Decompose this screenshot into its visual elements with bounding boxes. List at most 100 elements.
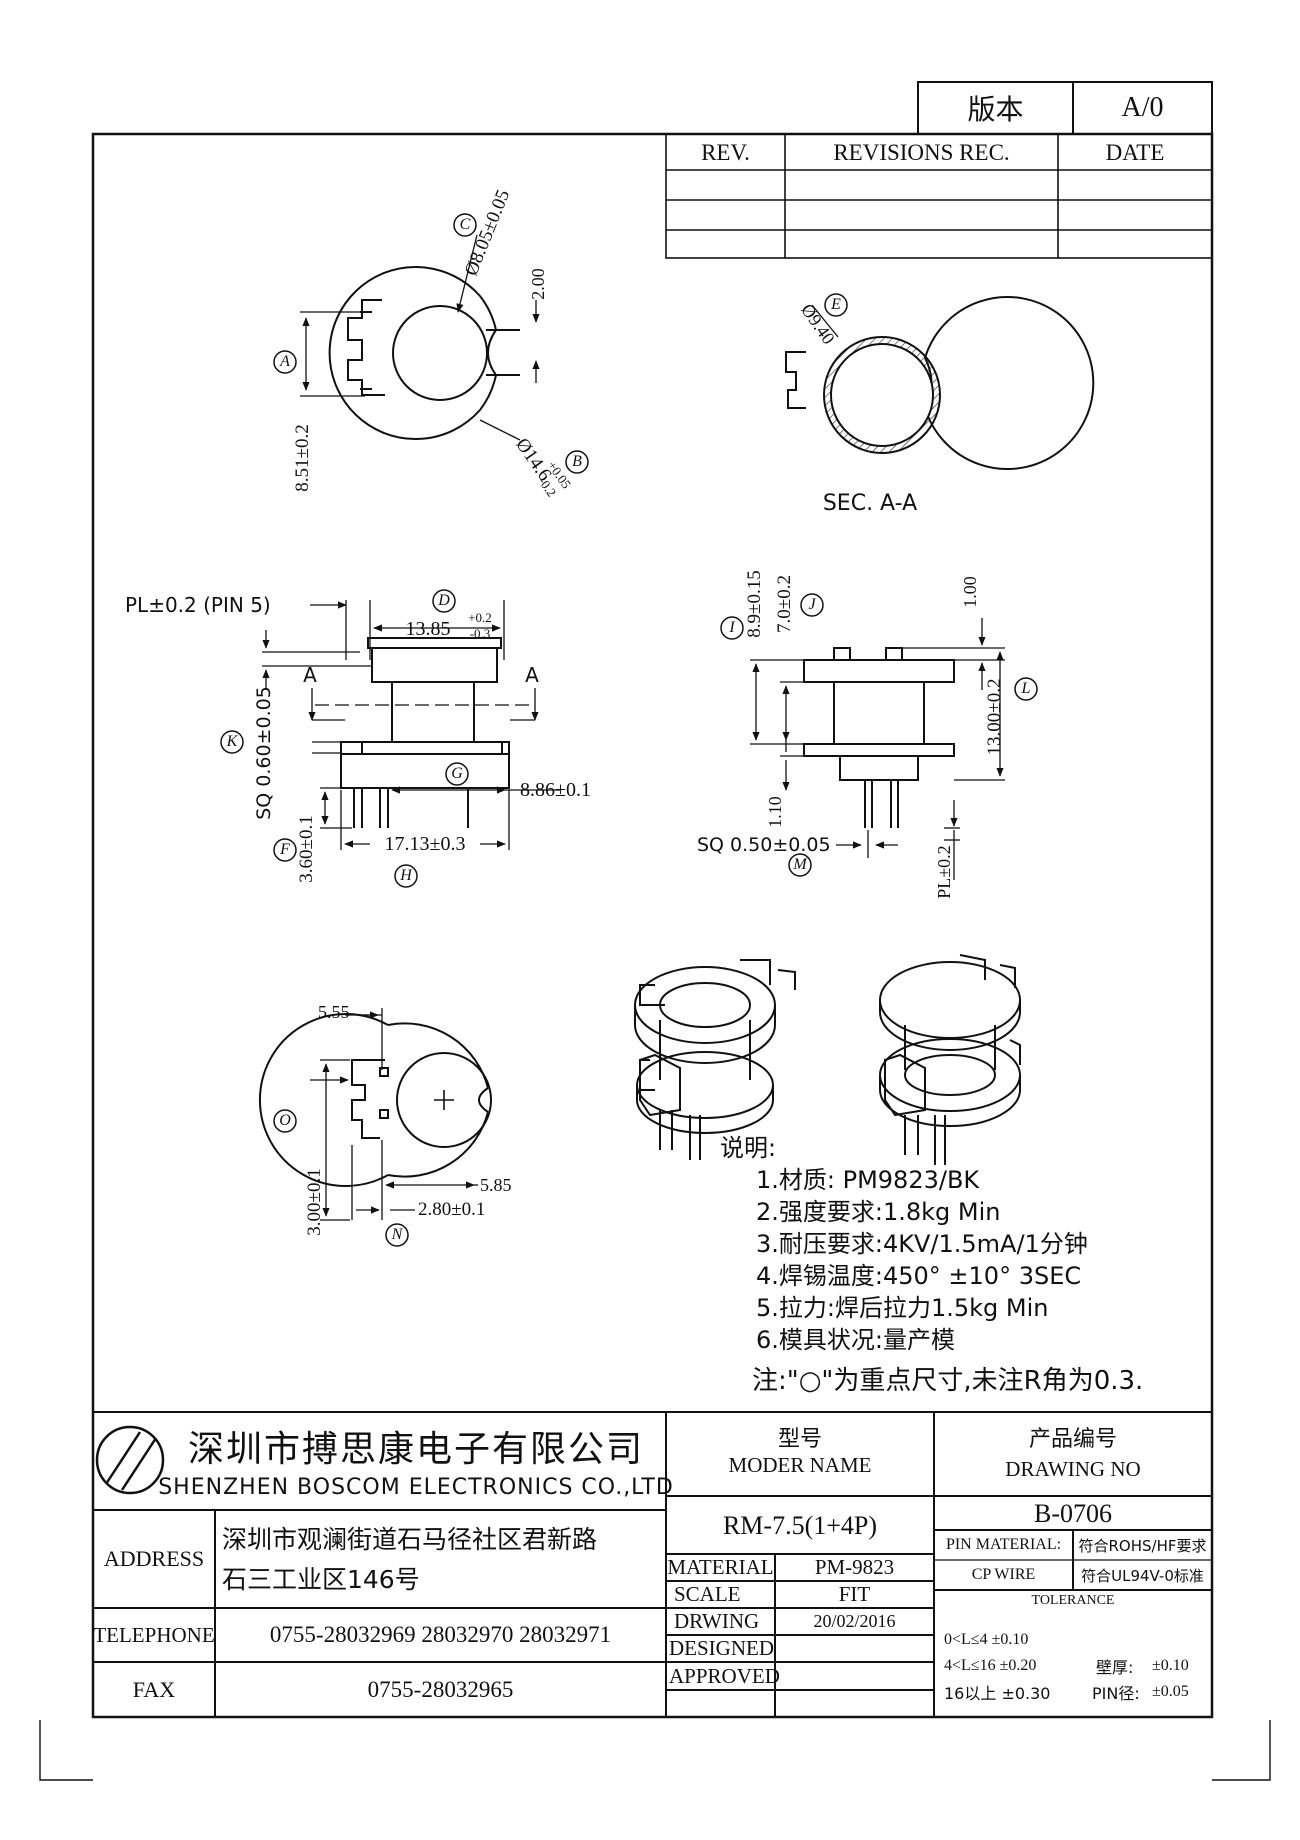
sheet-frame	[39, 132, 1271, 1781]
marker-k: K	[226, 733, 238, 750]
top-view-outline	[328, 266, 520, 440]
drawing-label-cn: 产品编号	[1028, 1426, 1117, 1451]
title-block-grid	[93, 1411, 1212, 1717]
scale-label: SCALE	[674, 1582, 741, 1606]
company-name-en: SHENZHEN BOSCOM ELECTRONICS CO.,LTD	[158, 1474, 674, 1500]
dim-side-i: 8.9±0.15	[744, 570, 765, 638]
dim-side-j: 7.0±0.2	[774, 575, 795, 633]
dim-side-pin-sq: SQ 0.50±0.05	[697, 834, 831, 856]
revisions-header: REVISIONS REC.	[833, 140, 1010, 165]
scale-value: FIT	[838, 1582, 871, 1606]
approved-label: APPROVED	[669, 1663, 780, 1688]
notes-remark: 注:"○"为重点尺寸,未注R角为0.3.	[752, 1366, 1144, 1396]
fax-label: FAX	[132, 1676, 176, 1702]
model-label-en: MODER NAME	[728, 1452, 872, 1477]
side-view-outline	[803, 647, 955, 828]
wall-thickness-label: 壁厚:	[1096, 1658, 1134, 1677]
address-label: ADDRESS	[103, 1546, 205, 1571]
marker-a: A	[280, 353, 290, 370]
material-value: PM-9823	[814, 1555, 895, 1579]
marker-n: N	[391, 1226, 403, 1243]
version-value: A/0	[1121, 92, 1164, 123]
dim-total-width: 17.13±0.3	[370, 831, 480, 857]
marker-d: D	[438, 592, 450, 609]
section-a-a	[785, 296, 1095, 470]
marker-o: O	[279, 1112, 291, 1129]
section-label: SEC. A-A	[822, 490, 918, 516]
date-header: DATE	[1105, 140, 1165, 165]
tolerance-row-3: 16以上 ±0.30	[944, 1684, 1051, 1703]
tolerance-title: TOLERANCE	[1031, 1593, 1115, 1608]
model-label-cn: 型号	[777, 1426, 822, 1451]
note-2: 2.强度要求:1.8kg Min	[756, 1198, 1001, 1226]
marker-i: I	[729, 619, 735, 636]
pin-material-label: PIN MATERIAL:	[945, 1536, 1062, 1553]
marker-c: C	[459, 216, 471, 233]
dim-bottom-555: 5.55	[318, 1001, 350, 1022]
address-line-2: 石三工业区146号	[222, 1565, 420, 1594]
dim-side-height: 13.00±0.2	[984, 678, 1005, 756]
rev-header: REV.	[701, 140, 750, 165]
marker-h: H	[400, 867, 412, 884]
dim-front-width: 13.85	[405, 617, 451, 640]
note-6: 6.模具状况:量产模	[756, 1326, 955, 1354]
version-label: 版本	[967, 95, 1024, 126]
ul-compliance: 符合UL94V-0标准	[1081, 1566, 1204, 1585]
model-value: RM-7.5(1+4P)	[722, 1511, 878, 1540]
dim-pin-sq: SQ 0.60±0.05	[253, 686, 275, 820]
dim-base: 8.86±0.1	[520, 778, 591, 801]
iso-view-right	[879, 954, 1021, 1165]
marker-f: F	[280, 841, 290, 858]
dim-front-tol-plus: +0.2	[468, 610, 492, 625]
marker-b: B	[572, 453, 582, 470]
company-name-cn: 深圳市搏思康电子有限公司	[188, 1429, 645, 1470]
dim-side-flange: 1.10	[764, 796, 785, 828]
iso-view-left	[634, 959, 796, 1160]
address-line-1: 深圳市观澜街道石马径社区君新路	[222, 1525, 598, 1554]
side-view-dimensions	[750, 618, 1005, 880]
note-5: 5.拉力:焊后拉力1.5kg Min	[756, 1294, 1049, 1322]
wall-thickness-value: ±0.10	[1152, 1657, 1189, 1674]
dimension-markers	[220, 213, 1038, 1247]
marker-m: M	[793, 856, 807, 873]
telephone-value: 0755-28032969 28032970 28032971	[269, 1622, 612, 1647]
tolerance-row-1: 0<L≤4 ±0.10	[944, 1631, 1029, 1648]
pin-dia-value: ±0.05	[1152, 1683, 1189, 1700]
fax-value: 0755-28032965	[367, 1676, 514, 1702]
material-label: MATERIAL	[667, 1555, 774, 1579]
tolerance-row-2: 4<L≤16 ±0.20	[944, 1657, 1037, 1674]
rohs-compliance: 符合ROHS/HF要求	[1078, 1536, 1207, 1555]
dim-slot: 2.00	[527, 268, 548, 300]
pl-label: PL±0.2 (PIN 5)	[125, 593, 271, 617]
note-1: 1.材质: PM9823/BK	[756, 1166, 980, 1194]
dim-height: 8.51±0.2	[292, 424, 313, 492]
dim-side-top: 1.00	[959, 576, 980, 608]
pin-material-value: CP WIRE	[971, 1566, 1036, 1583]
bottom-view-dimensions	[310, 1008, 478, 1221]
top-view-dimensions	[300, 234, 540, 441]
drawing-label-en: DRAWING NO	[1005, 1456, 1141, 1481]
drawing-date-label: DRWING	[674, 1609, 760, 1633]
dim-side-pl: PL±0.2	[933, 845, 954, 899]
section-a-left: A	[303, 663, 317, 687]
designed-label: DESIGNED	[669, 1636, 774, 1660]
drawing-date-value: 20/02/2016	[813, 1611, 896, 1631]
dim-bottom-280: 2.80±0.1	[418, 1199, 486, 1220]
marker-j: J	[808, 596, 816, 613]
section-a-right: A	[525, 663, 539, 687]
note-4: 4.焊锡温度:450° ±10° 3SEC	[756, 1262, 1082, 1290]
company-logo	[95, 1425, 165, 1495]
dim-bottom-pin: 3.00±0.1	[304, 1168, 325, 1236]
drawing-number: B-0706	[1034, 1499, 1112, 1528]
dim-pin-len: 3.60±0.1	[296, 815, 317, 883]
bottom-view-centermark	[434, 1090, 454, 1110]
marker-g: G	[451, 765, 463, 782]
telephone-label: TELEPHONE	[93, 1622, 215, 1647]
bottom-view-outline	[259, 1013, 492, 1187]
dim-front-tol-minus: -0.3	[469, 626, 491, 641]
marker-l: L	[1021, 680, 1031, 697]
marker-e: E	[831, 296, 841, 313]
dim-bottom-585: 5.85	[480, 1174, 512, 1195]
note-3: 3.耐压要求:4KV/1.5mA/1分钟	[756, 1230, 1088, 1258]
